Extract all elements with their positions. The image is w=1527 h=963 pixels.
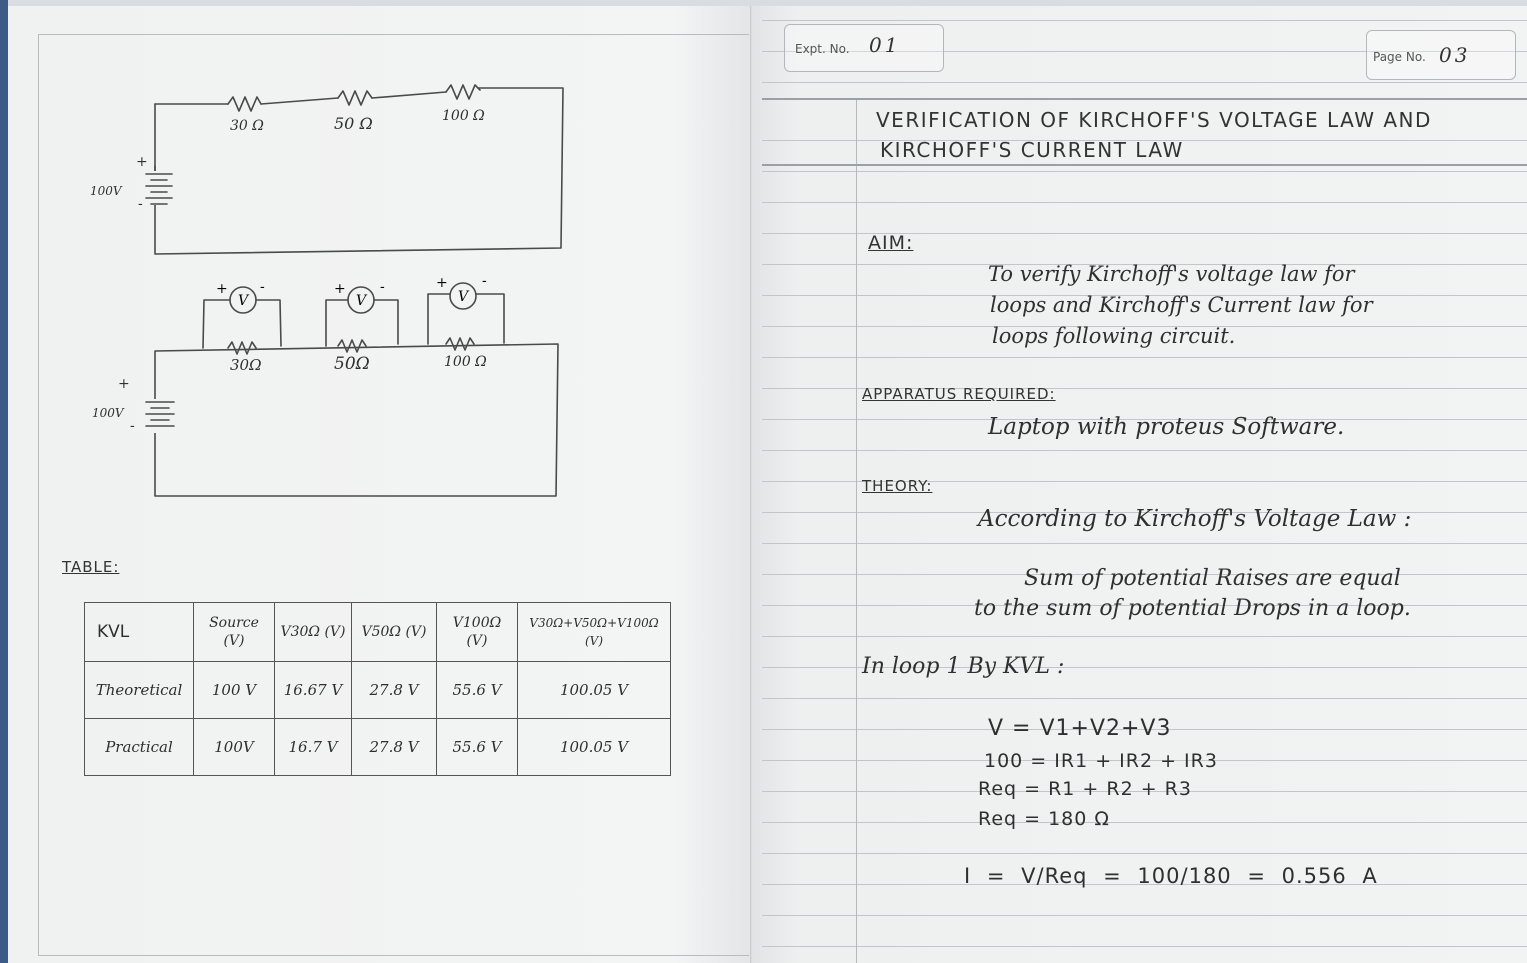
voltmeter-3-minus: - (482, 273, 487, 289)
table-header: V50Ω (V) (351, 602, 437, 662)
source-1-minus: - (138, 196, 143, 212)
resistor-100-label-2: 100 Ω (444, 354, 487, 370)
resistor-100-symbol-2 (445, 337, 475, 351)
table-cell: 16.67 V (274, 661, 352, 719)
table-header: V30Ω+V50Ω+V100Ω (V) (517, 602, 671, 662)
table-header: V100Ω (V) (436, 602, 518, 662)
header-rule (762, 98, 1527, 100)
book-edge (0, 0, 8, 963)
source-2-plus: + (118, 376, 130, 392)
voltmeter-1-label: V (238, 293, 250, 309)
aim-line-2: loops and Kirchoff's Current law for (990, 293, 1373, 317)
loop-heading: In loop 1 By KVL : (862, 654, 1065, 679)
theory-line-1: Sum of potential Raises are equal (1024, 566, 1401, 591)
equation-1: V = V1+V2+V3 (988, 716, 1172, 741)
series-circuit-diagram: V V V + - + - + - (143, 84, 564, 497)
source-1-label: 100V (90, 184, 122, 198)
table-header-row: KVL Source (V) V30Ω (V) V50Ω (V) V100Ω (… (84, 602, 671, 662)
table-cell: 27.8 V (351, 661, 437, 719)
title-rule (762, 164, 1527, 166)
resistor-50-label: 50 Ω (334, 114, 373, 133)
table-header: Source (V) (193, 602, 275, 662)
resistor-50-symbol-2 (337, 339, 367, 353)
resistor-50-label-2: 50Ω (334, 354, 370, 374)
title-line-1: VERIFICATION OF KIRCHOFF'S VOLTAGE LAW A… (876, 108, 1432, 132)
expt-no-label: Expt. No. (795, 42, 850, 56)
table-cell: 100 V (193, 661, 275, 719)
table-row: Theoretical 100 V 16.67 V 27.8 V 55.6 V … (84, 661, 671, 719)
voltmeter-2-plus: + (334, 281, 346, 297)
voltmeter-2-minus: - (380, 279, 385, 295)
voltmeter-3-symbol (449, 282, 477, 310)
left-page: V V V + - + - + - 30 Ω 50 Ω 100 Ω 100V +… (8, 6, 751, 963)
table-cell: 55.6 V (436, 661, 518, 719)
right-page: Expt. No. 01 Page No. 03 VERIFICATION OF… (752, 6, 1527, 963)
table-cell: Theoretical (84, 661, 194, 719)
table-cell: 100.05 V (517, 661, 671, 719)
page-no-label: Page No. (1373, 50, 1426, 64)
source-2-label: 100V (92, 406, 124, 420)
expt-no-value: 01 (869, 33, 901, 57)
voltmeter-1-symbol (229, 286, 257, 314)
voltmeter-1-plus: + (216, 281, 228, 297)
equation-2: 100 = IR1 + IR2 + IR3 (984, 750, 1218, 772)
resistor-30-symbol (227, 96, 262, 112)
voltmeter-labels: V V V + - + - + - (216, 273, 487, 309)
table-cell: 55.6 V (436, 718, 518, 776)
aim-heading: AIM: (868, 232, 914, 254)
table-cell: 100V (193, 718, 275, 776)
resistor-100-symbol (445, 84, 481, 100)
voltmeter-3-label: V (458, 289, 470, 305)
equation-4: Req = 180 Ω (978, 808, 1110, 830)
battery-1-symbol (143, 171, 173, 205)
theory-line-2: to the sum of potential Drops in a loop. (974, 596, 1411, 621)
theory-intro: According to Kirchoff's Voltage Law : (978, 506, 1412, 532)
table-title: TABLE: (62, 558, 120, 576)
table-header: KVL (84, 602, 194, 662)
table-row: Practical 100V 16.7 V 27.8 V 55.6 V 100.… (84, 718, 671, 776)
resistor-50-symbol (337, 90, 373, 106)
aim-line-3: loops following circuit. (992, 324, 1236, 348)
apparatus-heading: APPARATUS REQUIRED: (862, 385, 1056, 403)
battery-2-symbol (143, 399, 175, 433)
page-frame (38, 34, 749, 956)
theory-heading: THEORY: (862, 477, 933, 495)
table-cell: Practical (84, 718, 194, 776)
kvl-table: KVL Source (V) V30Ω (V) V50Ω (V) V100Ω (… (84, 602, 671, 776)
page-no-box: Page No. 03 (1366, 30, 1516, 80)
resistor-100-label: 100 Ω (442, 108, 485, 124)
table-header: V30Ω (V) (274, 602, 352, 662)
aim-line-1: To verify Kirchoff's voltage law for (988, 262, 1355, 286)
voltmeter-1-minus: - (260, 279, 265, 295)
resistor-30-label-2: 30Ω (230, 356, 262, 374)
source-1-plus: + (136, 154, 148, 170)
apparatus-text: Laptop with proteus Software. (988, 414, 1345, 440)
page-no-value: 03 (1439, 43, 1471, 67)
source-2-minus: - (130, 418, 135, 434)
resistor-30-label: 30 Ω (230, 118, 264, 134)
voltmeter-branches (202, 282, 505, 355)
table-cell: 27.8 V (351, 718, 437, 776)
equation-3: Req = R1 + R2 + R3 (978, 778, 1192, 800)
table-cell: 100.05 V (517, 718, 671, 776)
current-equation: I = V/Req = 100/180 = 0.556 A (964, 864, 1378, 888)
kvl-circuit-wires (154, 343, 559, 497)
table-cell: 16.7 V (274, 718, 352, 776)
voltmeter-3-plus: + (436, 275, 448, 291)
title-line-2: KIRCHOFF'S CURRENT LAW (880, 138, 1184, 162)
voltmeter-2-label: V (356, 293, 368, 309)
resistor-30-symbol-2 (227, 341, 257, 355)
margin-line (856, 100, 857, 963)
expt-no-box: Expt. No. 01 (784, 24, 944, 72)
voltmeter-2-symbol (347, 286, 375, 314)
